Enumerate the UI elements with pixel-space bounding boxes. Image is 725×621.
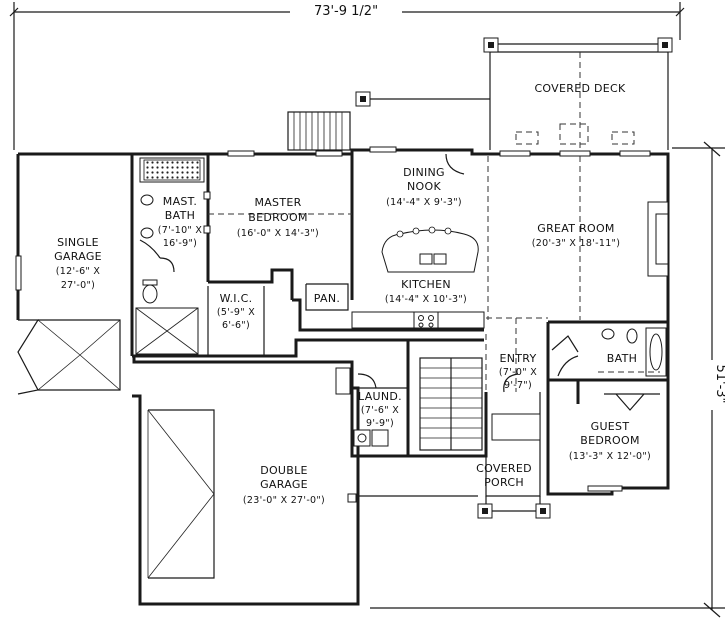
entry-size: (7'-0" X (499, 367, 537, 378)
master-bedroom-name: MASTER (254, 196, 301, 209)
covered-porch-name: PORCH (484, 476, 524, 489)
master-bath-name: BATH (165, 209, 195, 222)
bath-label: BATH (607, 352, 637, 365)
dining-nook-name: DINING (403, 166, 445, 179)
laundry-size: 9'-9") (366, 418, 394, 429)
depth-dimension: 51'-3" (370, 141, 725, 618)
deck-stairs (287, 111, 351, 151)
interior-walls (132, 154, 668, 456)
pantry-label: PAN. (314, 292, 340, 305)
laundry-size: (7'-6" X (361, 405, 399, 416)
dryer-icon (371, 429, 389, 447)
kitchen-name: KITCHEN (401, 278, 451, 291)
master-bath-fixtures (135, 157, 211, 355)
double-garage-name: DOUBLE (260, 464, 308, 477)
single-garage-size: (12'-6" X (56, 266, 101, 277)
great-room-size: (20'-3" X 18'-11") (532, 238, 621, 249)
single-garage-size: 27'-0") (61, 280, 95, 291)
wic-size: (5'-9" X (217, 307, 255, 318)
double-garage-name: GARAGE (260, 478, 308, 491)
master-bedroom-size: (16'-0" X 14'-3") (237, 228, 319, 239)
windows (15, 146, 651, 492)
covered-porch (358, 456, 551, 519)
width-dimension: 73'-9 1/2" (9, 2, 685, 150)
range-icon (413, 311, 439, 329)
master-bath-size: 16'-9") (163, 238, 197, 249)
double-garage-door (147, 409, 215, 579)
guest-bedroom-name: GUEST (591, 420, 630, 433)
fireplace-icon (647, 201, 669, 277)
covered-porch-name: COVERED (476, 462, 532, 475)
laundry-appliances (353, 429, 389, 447)
master-bedroom-name: BEDROOM (248, 211, 308, 224)
interior-stairs (420, 358, 482, 450)
wic-name: W.I.C. (220, 292, 253, 305)
sink-icon (140, 194, 154, 206)
covered-deck (287, 37, 673, 151)
master-bath-size: (7'-10" X (158, 225, 203, 236)
sink-icon (140, 227, 154, 239)
wic-size: 6'-6") (222, 320, 250, 331)
single-garage-name: GARAGE (54, 250, 102, 263)
bathtub-icon (143, 159, 201, 181)
master-bath-name: MAST. (163, 195, 197, 208)
entry-size: 9'-7") (504, 380, 532, 391)
sink-icon (601, 328, 615, 340)
single-garage-door (17, 319, 121, 395)
great-room-name: GREAT ROOM (537, 222, 614, 235)
kitchen-island (381, 226, 479, 273)
dining-nook-size: (14'-4" X 9'-3") (386, 197, 462, 208)
guest-bedroom-name: BEDROOM (580, 434, 640, 447)
double-garage-size: (23'-0" X 27'-0") (243, 495, 325, 506)
width-dimension-label: 73'-9 1/2" (314, 4, 378, 19)
entry-name: ENTRY (499, 352, 536, 365)
guest-bedroom-size: (13'-3" X 12'-0") (569, 451, 651, 462)
covered-deck-label: COVERED DECK (534, 82, 626, 95)
toilet-icon (626, 328, 638, 344)
kitchen-counter (351, 311, 485, 329)
single-garage-name: SINGLE (57, 236, 99, 249)
kitchen-size: (14'-4" X 10'-3") (385, 294, 467, 305)
depth-dimension-label: 51'-3" (713, 364, 725, 403)
dining-nook-name: NOOK (407, 180, 441, 193)
guest-bath-fixtures (551, 327, 667, 377)
laundry-name: LAUND. (358, 390, 402, 403)
toilet-icon (142, 284, 158, 304)
